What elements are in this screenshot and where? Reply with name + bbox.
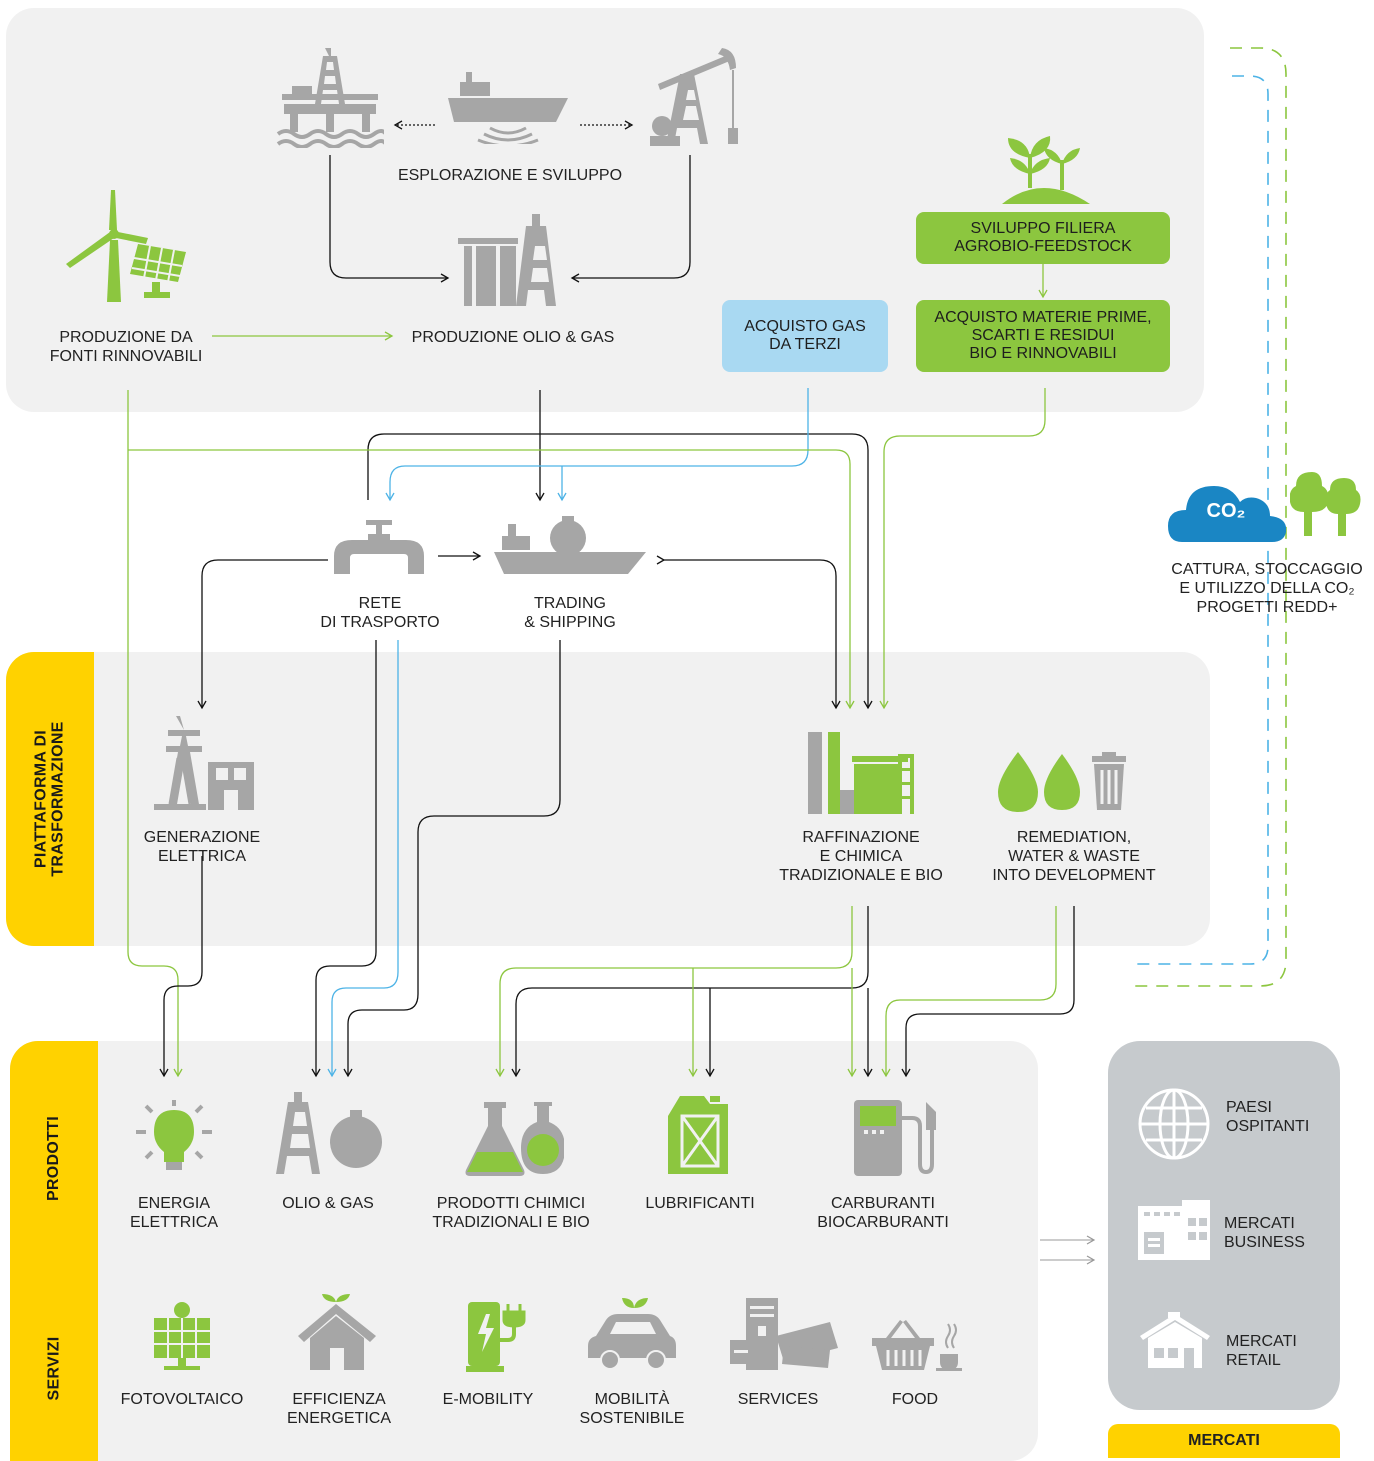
- light-bulb-icon: [136, 1100, 212, 1170]
- services-icon: [730, 1298, 838, 1370]
- raw-materials-box: ACQUISTO MATERIE PRIME, SCARTI E RESIDUI…: [916, 300, 1170, 372]
- service-label-efficiency: EFFICIENZA ENERGETICA: [286, 1391, 391, 1427]
- co2-cloud-text: CO₂: [1206, 500, 1246, 522]
- jerrycan-icon: [668, 1096, 728, 1174]
- renewables-label: PRODUZIONE DA FONTI RINNOVABILI: [49, 329, 203, 365]
- service-label-mobility: MOBILITÀ SOSTENIBILE: [579, 1391, 685, 1427]
- oil-gas-icon: [276, 1092, 382, 1174]
- transformation-bar: PIATTAFORMA DI TRASFORMAZIONE: [6, 652, 94, 946]
- wind-solar-icon: [66, 190, 186, 302]
- exploration-label: ESPLORAZIONE E SVILUPPO: [397, 167, 623, 184]
- market-label-retail: MERCATI RETAIL: [1226, 1333, 1297, 1369]
- power-generation-label: GENERAZIONE ELETTRICA: [143, 829, 261, 865]
- service-label-food: FOOD: [891, 1391, 939, 1408]
- lng-ship-icon: [494, 516, 646, 574]
- product-label-energy: ENERGIA ELETTRICA: [129, 1195, 218, 1231]
- product-label-fuels: CARBURANTI BIOCARBURANTI: [817, 1195, 949, 1231]
- chemical-flasks-icon: [465, 1102, 564, 1176]
- co2-cloud-icon: [1168, 486, 1286, 542]
- trading-label: TRADING & SHIPPING: [524, 595, 616, 631]
- ev-charger-icon: [466, 1302, 526, 1372]
- remediation-label: REMEDIATION, WATER & WASTE INTO DEVELOPM…: [992, 829, 1156, 884]
- market-label-business: MERCATI BUSINESS: [1224, 1215, 1305, 1251]
- retail-house-icon: [1140, 1312, 1210, 1368]
- ccus-label: CATTURA, STOCCAGGIO E UTILIZZO DELLA CO₂…: [1171, 561, 1363, 616]
- survey-ship-icon: [448, 72, 568, 144]
- refinery-icon: [808, 732, 914, 814]
- refining-label: RAFFINAZIONE E CHIMICA TRADIZIONALE E BI…: [779, 829, 943, 884]
- globe-icon: [1138, 1088, 1210, 1160]
- service-label-photovoltaic: FOTOVOLTAICO: [120, 1391, 244, 1408]
- food-basket-icon: [872, 1320, 962, 1371]
- fuel-pump-icon: [854, 1100, 936, 1176]
- agrobio-box: SVILUPPO FILIERA AGROBIO-FEEDSTOCK: [916, 212, 1170, 264]
- product-label-chemicals: PRODOTTI CHIMICI TRADIZIONALI E BIO: [432, 1195, 590, 1231]
- gas-purchase-box: ACQUISTO GAS DA TERZI: [722, 300, 888, 372]
- pumpjack-icon: [650, 48, 738, 146]
- pipeline-valve-icon: [334, 520, 424, 574]
- market-label-host-countries: PAESI OSPITANTI: [1226, 1099, 1310, 1135]
- oil-gas-production-icon: [458, 214, 556, 306]
- trees-icon: [1290, 472, 1361, 536]
- service-label-emobility: E-MOBILITY: [442, 1391, 534, 1408]
- product-label-oil-gas: OLIO & GAS: [282, 1195, 374, 1212]
- business-building-icon: [1138, 1200, 1210, 1260]
- remediation-icon: [998, 752, 1126, 812]
- power-generation-icon: [154, 716, 254, 810]
- service-label-services: SERVICES: [737, 1391, 819, 1408]
- offshore-platform-icon: [276, 48, 384, 148]
- products-bar: PRODOTTI: [10, 1041, 98, 1275]
- green-car-icon: [588, 1298, 676, 1370]
- product-label-lubricants: LUBRIFICANTI: [645, 1195, 755, 1212]
- services-bar: SERVIZI: [10, 1275, 98, 1461]
- network-label: RETE DI TRASPORTO: [320, 595, 440, 631]
- production-og-label: PRODUZIONE OLIO & GAS: [411, 329, 615, 346]
- solar-panel-icon: [154, 1302, 210, 1370]
- plants-icon: [1002, 136, 1090, 204]
- efficient-house-icon: [298, 1294, 376, 1370]
